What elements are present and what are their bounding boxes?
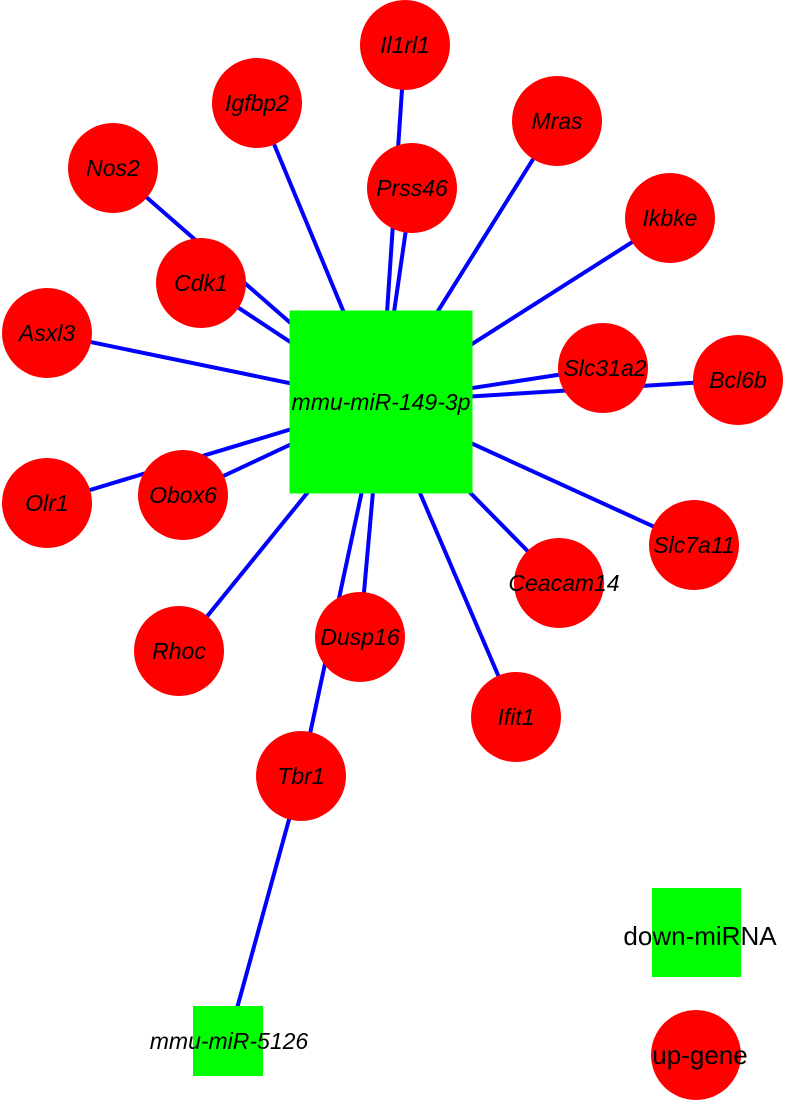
gene-node-Il1rl1[interactable] [360,0,450,90]
gene-node-Slc31a2[interactable] [558,323,648,413]
nodes: mmu-miR-149-3p mmu-miR-5126 Il1rl1Igfbp2Mr… [2,0,783,1076]
gene-label: Slc31a2 [563,355,646,381]
gene-label: Obox6 [149,482,217,508]
mirna-label: mmu-miR-149-3p [292,389,471,415]
gene-node-Cdk1[interactable] [156,238,246,328]
gene-label: Dusp16 [320,624,399,650]
legend-gene-label: up-gene [652,1040,747,1070]
edge-mmu-miR-5126-Tbr1 [226,775,303,1042]
gene-label: Cdk1 [174,270,228,296]
legend: down-miRNA up-gene [623,888,777,1100]
gene-node-Rhoc[interactable] [134,606,224,696]
gene-node-Nos2[interactable] [68,123,158,213]
gene-node-Slc7a11[interactable] [649,500,739,590]
gene-label: Rhoc [152,638,206,664]
gene-label: Prss46 [376,175,448,201]
legend-mirna-label: down-miRNA [623,921,777,951]
gene-label: Tbr1 [277,763,324,789]
gene-label: Slc7a11 [653,532,734,558]
mirna-label: mmu-miR-5126 [150,1028,309,1054]
mirna-node-mmu-miR-5126[interactable] [193,1006,263,1076]
gene-label: Ikbke [643,205,698,231]
gene-node-Mras[interactable] [512,76,602,166]
gene-label: Ceacam14 [508,570,619,596]
gene-label: Olr1 [25,490,68,516]
gene-label: Igfbp2 [225,90,289,116]
gene-node-Ifit1[interactable] [471,672,561,762]
gene-label: Mras [531,108,583,134]
gene-label: Il1rl1 [380,32,430,58]
gene-node-Obox6[interactable] [138,450,228,540]
gene-node-Igfbp2[interactable] [212,58,302,148]
gene-node-Ikbke[interactable] [625,173,715,263]
gene-node-Asxl3[interactable] [2,288,92,378]
gene-node-Ceacam14[interactable] [514,538,604,628]
gene-label: Ifit1 [497,704,534,730]
mirna-node-mmu-miR-149-3p[interactable] [289,310,473,494]
gene-node-Prss46[interactable] [367,143,457,233]
legend-gene-circle [651,1010,741,1100]
gene-label: Nos2 [86,155,140,181]
gene-label: Asxl3 [17,320,75,346]
gene-node-Tbr1[interactable] [256,731,346,821]
legend-mirna-square [652,888,741,977]
gene-node-Olr1[interactable] [2,458,92,548]
gene-node-Dusp16[interactable] [315,592,405,682]
gene-label: Bcl6b [709,367,767,393]
gene-node-Bcl6b[interactable] [693,335,783,425]
